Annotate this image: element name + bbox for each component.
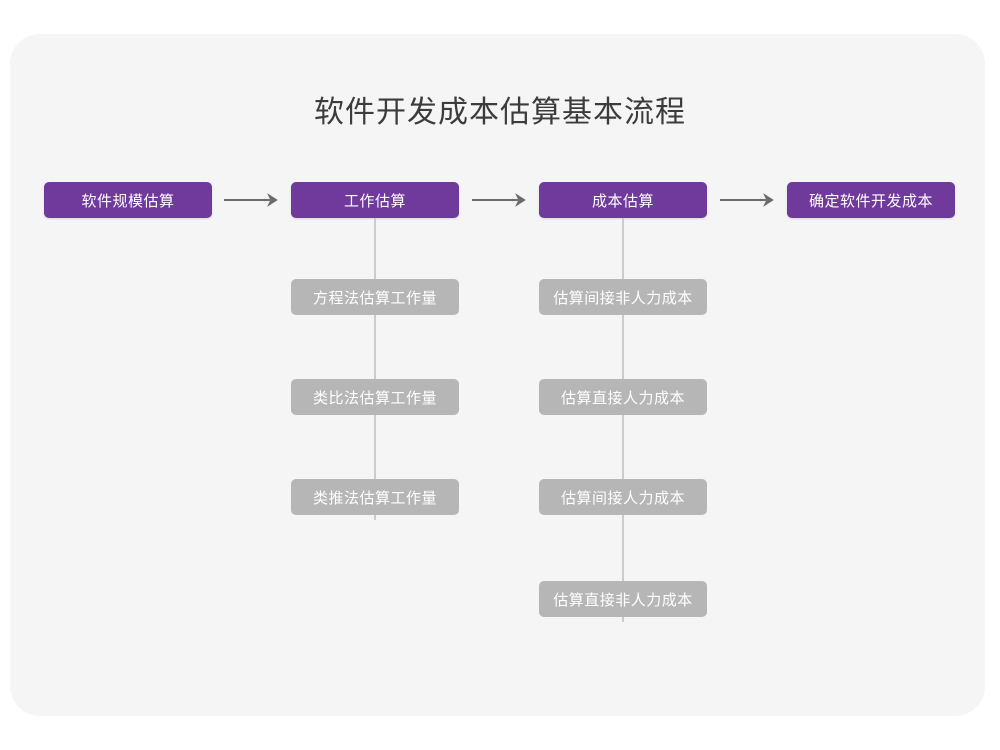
content-card bbox=[10, 34, 985, 716]
branch-trunk-work-estimation bbox=[374, 218, 376, 520]
arrow-right-icon bbox=[472, 191, 526, 209]
sub-node-direct-non-labor-cost[interactable]: 估算直接非人力成本 bbox=[539, 581, 707, 617]
flow-node-determine-development-cost[interactable]: 确定软件开发成本 bbox=[787, 182, 955, 218]
arrow-shaft bbox=[224, 199, 270, 201]
flow-node-software-scale-estimation[interactable]: 软件规模估算 bbox=[44, 182, 212, 218]
arrow-shaft bbox=[720, 199, 766, 201]
sub-node-analogy-method-workload[interactable]: 类比法估算工作量 bbox=[291, 379, 459, 415]
sub-node-equation-method-workload[interactable]: 方程法估算工作量 bbox=[291, 279, 459, 315]
flow-node-work-estimation[interactable]: 工作估算 bbox=[291, 182, 459, 218]
arrow-head bbox=[763, 193, 774, 207]
arrow-head bbox=[515, 193, 526, 207]
sub-node-indirect-labor-cost[interactable]: 估算间接人力成本 bbox=[539, 479, 707, 515]
sub-node-inference-method-workload[interactable]: 类推法估算工作量 bbox=[291, 479, 459, 515]
branch-trunk-cost-estimation bbox=[622, 218, 624, 622]
arrow-right-icon bbox=[224, 191, 278, 209]
flow-node-cost-estimation[interactable]: 成本估算 bbox=[539, 182, 707, 218]
arrow-head bbox=[267, 193, 278, 207]
sub-node-indirect-non-labor-cost[interactable]: 估算间接非人力成本 bbox=[539, 279, 707, 315]
sub-node-direct-labor-cost[interactable]: 估算直接人力成本 bbox=[539, 379, 707, 415]
arrow-right-icon bbox=[720, 191, 774, 209]
page-title: 软件开发成本估算基本流程 bbox=[314, 96, 686, 129]
arrow-shaft bbox=[472, 199, 518, 201]
